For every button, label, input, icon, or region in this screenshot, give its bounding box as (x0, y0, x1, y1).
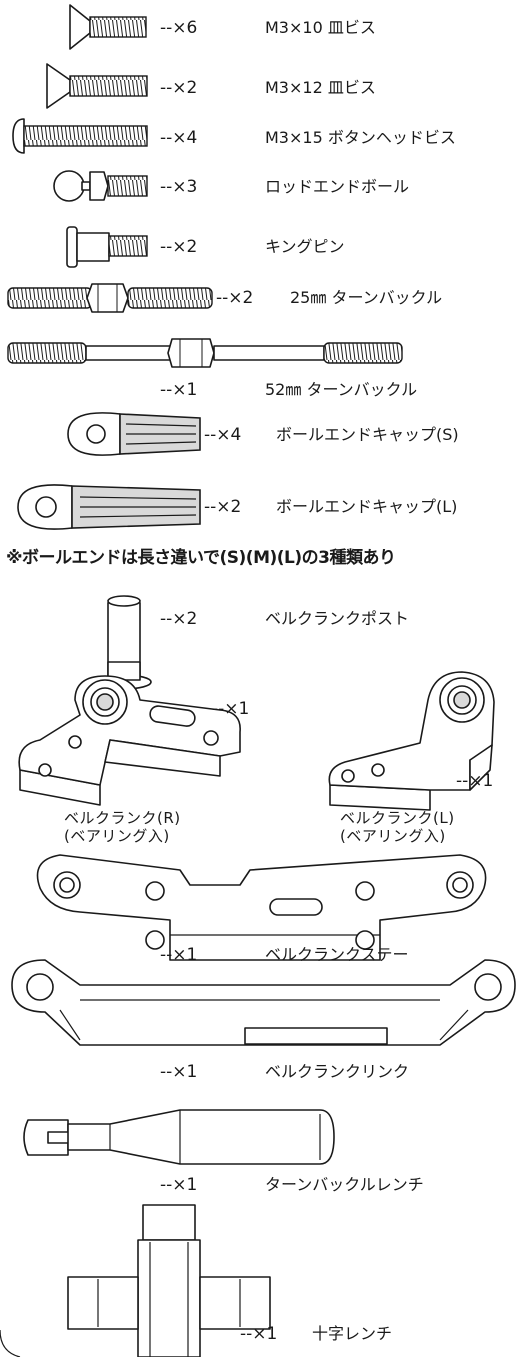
qty-bellcrank-link: --×1 (160, 1062, 198, 1082)
qty-bellcrank-l: --×1 (456, 771, 494, 791)
part-bellcrank-link: ベルクランクリンク (265, 1062, 410, 1081)
part-ball-end-cap-s: ボールエンドキャップ(S) (276, 425, 459, 444)
cross-wrench-drawing (67, 1204, 271, 1357)
qty-m3x15: --×4 (160, 128, 198, 148)
turnbuckle-52mm-drawing (7, 338, 403, 368)
bellcrank-link-drawing (11, 959, 516, 1046)
rod-end-ball-drawing (53, 170, 148, 202)
qty-king-pin: --×2 (160, 237, 198, 257)
part-turnbuckle-52: 52㎜ ターンバックル (265, 380, 418, 399)
part-cross-wrench: 十字レンチ (312, 1324, 393, 1343)
bellcrank-stay-drawing (36, 854, 487, 961)
page-corner-curve (0, 1329, 21, 1357)
ball-end-cap-s-drawing (67, 412, 201, 456)
bellcrank-post-drawing (96, 595, 152, 690)
part-turnbuckle-wrench: ターンバックルレンチ (265, 1175, 424, 1194)
qty-cross-wrench: --×1 (240, 1324, 278, 1344)
ball-end-cap-l-drawing (17, 484, 201, 530)
part-bellcrank-r: ベルクランク(R) (64, 809, 181, 827)
king-pin-drawing (66, 226, 148, 268)
qty-ball-end-cap-l: --×2 (204, 497, 242, 517)
part-turnbuckle-25: 25㎜ ターンバックル (290, 288, 443, 307)
qty-bellcrank-post: --×2 (160, 609, 198, 629)
part-bellcrank-r-sub: (ベアリング入) (64, 827, 170, 845)
qty-bellcrank-r: --×1 (212, 699, 250, 719)
part-m3x10: M3×10 皿ビス (265, 18, 376, 37)
part-bellcrank-post: ベルクランクポスト (265, 609, 410, 628)
qty-turnbuckle-52: --×1 (160, 380, 198, 400)
part-bellcrank-stay: ベルクランクステー (265, 945, 409, 964)
qty-bellcrank-stay: --×1 (160, 945, 198, 965)
qty-m3x12: --×2 (160, 78, 198, 98)
qty-turnbuckle-wrench: --×1 (160, 1175, 198, 1195)
ball-end-note: ※ボールエンドは長さ違いで(S)(M)(L)の3種類あり (6, 548, 396, 568)
part-bellcrank-l: ベルクランク(L) (340, 809, 455, 827)
qty-m3x10: --×6 (160, 18, 198, 38)
turnbuckle-wrench-drawing (23, 1109, 335, 1165)
part-bellcrank-l-sub: (ベアリング入) (340, 827, 446, 845)
part-m3x15: M3×15 ボタンヘッドビス (265, 128, 456, 147)
bellcrank-r-drawing (18, 675, 241, 806)
part-rod-end-ball: ロッドエンドボール (265, 177, 410, 196)
turnbuckle-25mm-drawing (7, 283, 213, 313)
m3x15-button-head-screw-drawing (12, 118, 148, 154)
part-king-pin: キングピン (265, 237, 345, 256)
m3x10-flat-screw-drawing (69, 4, 147, 50)
part-ball-end-cap-l: ボールエンドキャップ(L) (276, 497, 458, 516)
qty-rod-end-ball: --×3 (160, 177, 198, 197)
m3x12-flat-screw-drawing (46, 63, 148, 109)
part-m3x12: M3×12 皿ビス (265, 78, 376, 97)
qty-ball-end-cap-s: --×4 (204, 425, 242, 445)
qty-turnbuckle-25: --×2 (216, 288, 254, 308)
bellcrank-l-drawing (328, 671, 495, 811)
